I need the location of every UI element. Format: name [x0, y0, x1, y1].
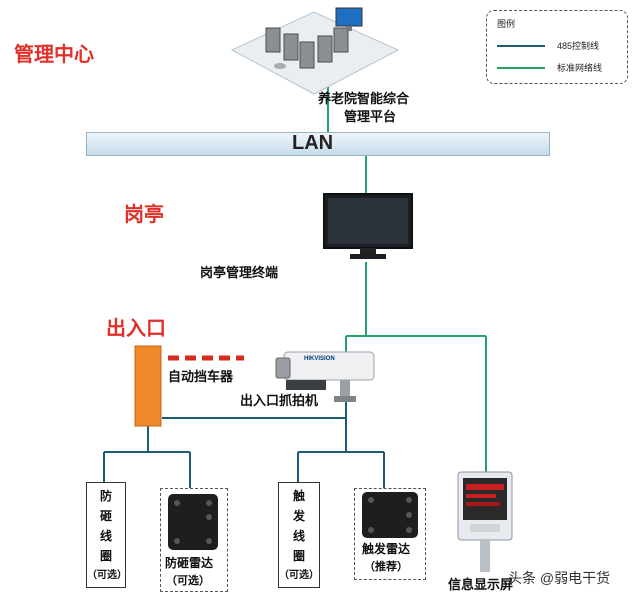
legend-control-line-label: 485控制线: [557, 41, 600, 51]
camera-brand: HIKVISION: [304, 356, 335, 362]
trigger-radar-device: [362, 492, 418, 538]
legend-box: 图例 485控制线 标准网络线: [486, 10, 628, 84]
legend-network-line-swatch: [497, 67, 545, 69]
zone-label-booth: 岗亭: [124, 204, 164, 226]
trigger-coil-char-1: 触: [292, 489, 305, 503]
zone-label-mgmt-center: 管理中心: [14, 44, 94, 66]
trigger-coil-char-4: 圈: [292, 549, 305, 563]
anti-smash-coil-char-3: 线: [99, 529, 112, 543]
platform-label-line2: 管理平台: [344, 109, 397, 124]
platform-label-line1: 养老院智能综合: [318, 91, 410, 106]
trigger-coil-box: 触 发 线 圈 （可选）: [278, 482, 320, 588]
trigger-coil-char-2: 发: [292, 509, 305, 523]
anti-smash-coil-box: 防 砸 线 圈 （可选）: [86, 482, 127, 588]
zone-label-entrance: 出入口: [106, 318, 166, 340]
trigger-radar-recommended: （推荐）: [364, 561, 408, 573]
anti-smash-coil-char-1: 防: [99, 489, 112, 503]
lan-label: LAN: [292, 132, 334, 154]
barrier-cabinet: [134, 345, 162, 427]
trigger-radar-frame: [354, 488, 426, 580]
info-display-label: 信息显示屏: [448, 577, 514, 592]
anti-smash-radar-device: [168, 494, 218, 550]
barrier-label: 自动挡车器: [168, 369, 234, 384]
legend-network-line-label: 标准网络线: [557, 63, 603, 73]
watermark-text: 头条 @弱电干货: [508, 570, 611, 586]
server-platform-icon: [230, 7, 400, 95]
legend-title: 图例: [497, 19, 516, 29]
info-display-icon: [457, 471, 513, 572]
trigger-radar-label: 触发雷达: [362, 542, 411, 556]
camera-label: 出入口抓拍机: [240, 393, 319, 408]
anti-smash-coil-char-2: 砸: [99, 509, 112, 523]
anti-smash-coil-optional: （可选）: [87, 570, 127, 581]
anti-smash-radar-label: 防砸雷达: [165, 556, 214, 570]
lan-backbone: [86, 132, 550, 156]
booth-terminal-label: 岗亭管理终端: [200, 265, 279, 280]
camera-icon: [275, 351, 375, 402]
monitor-icon: [323, 193, 413, 259]
anti-smash-radar-frame: [160, 488, 228, 592]
legend-control-line-swatch: [497, 45, 545, 47]
anti-smash-radar-optional: （可选）: [166, 575, 210, 587]
anti-smash-coil-char-4: 圈: [99, 549, 112, 563]
trigger-coil-char-3: 线: [292, 529, 305, 543]
trigger-coil-optional: （可选）: [279, 570, 319, 581]
